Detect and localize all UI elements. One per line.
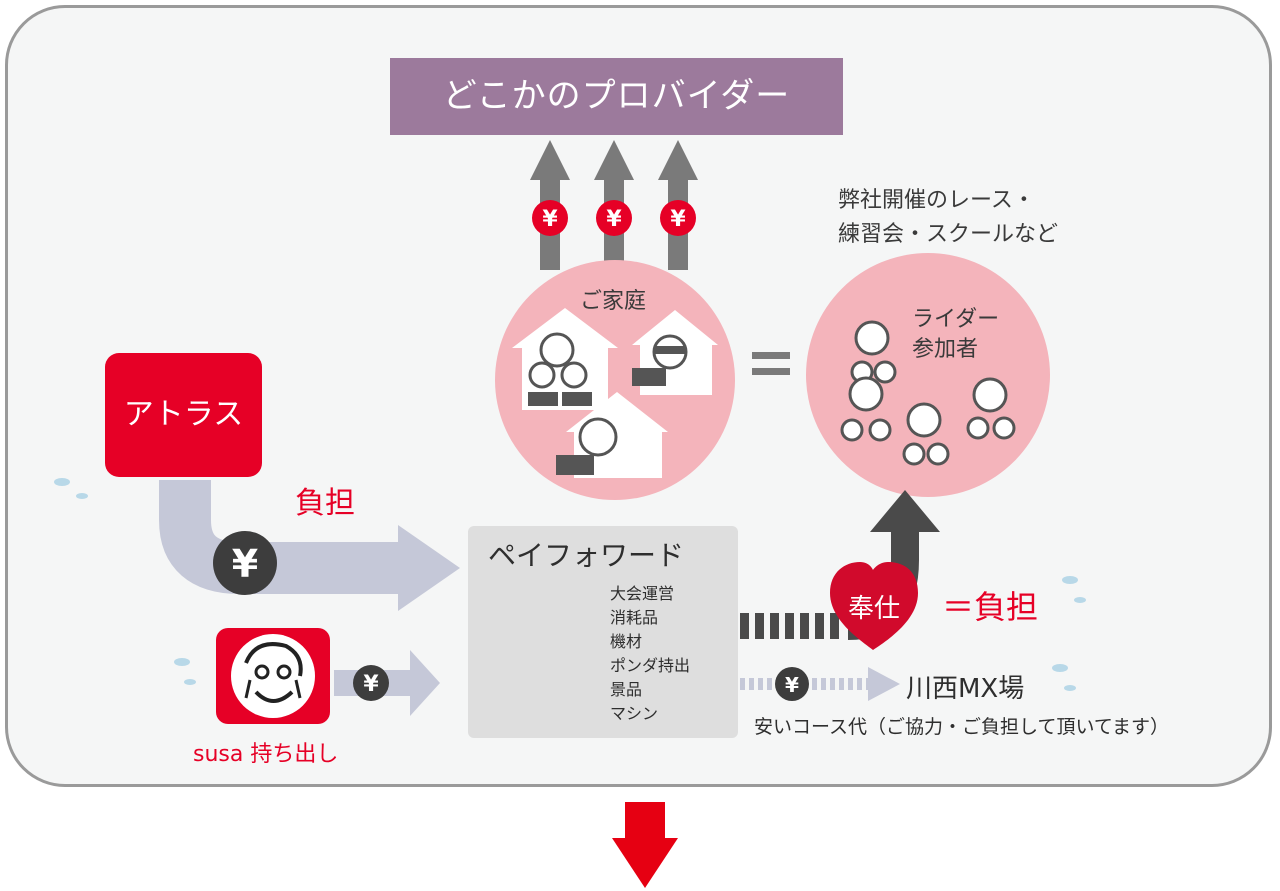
- susa-avatar: [231, 634, 315, 718]
- rider-icon: [850, 320, 897, 384]
- susa-label: susa 持ち出し: [193, 742, 339, 767]
- heart-icon: [830, 562, 918, 650]
- rider-icon: [902, 402, 950, 466]
- household-label: ご家庭: [580, 289, 647, 314]
- events-text: 弊社開催のレース・ 練習会・スクールなど: [838, 184, 1058, 252]
- riders-circle: [806, 253, 1050, 497]
- rider-icon: [840, 376, 892, 442]
- yen-icon: ¥: [213, 531, 277, 595]
- down-arrow-icon: [612, 802, 678, 888]
- riders-line-2: 参加者: [912, 337, 979, 362]
- house-icon: [556, 392, 668, 478]
- rider-icon: [966, 377, 1016, 440]
- yen-icon-3: [660, 200, 696, 236]
- payforward-item: 消耗品: [610, 608, 659, 627]
- kawanishi-flow-arrow: ¥: [740, 667, 900, 701]
- yen-icon-1: [532, 200, 568, 236]
- events-line-2: 練習会・スクールなど: [838, 222, 1059, 247]
- provider-box: どこかのプロバイダー: [390, 58, 843, 135]
- payforward-item: マシン: [610, 704, 659, 723]
- kawanishi-label: 川西MX場: [906, 674, 1025, 704]
- payforward-item: 機材: [610, 632, 643, 651]
- rider-icons: [840, 320, 1016, 466]
- equals-burden-label: ＝負担: [942, 588, 1039, 626]
- payforward-items: 大会運営 消耗品 機材 ポンダ持出 景品 マシン: [610, 582, 690, 726]
- svg-text:¥: ¥: [363, 672, 379, 697]
- payforward-title: ペイフォワード: [488, 539, 685, 572]
- house-icon: [512, 308, 618, 410]
- atlas-box: アトラス: [105, 353, 262, 477]
- susa-box: [216, 628, 330, 724]
- yen-icon-2: [596, 200, 632, 236]
- payforward-item: 大会運営: [610, 584, 675, 603]
- service-label: 奉仕: [848, 594, 901, 624]
- payforward-item: ポンダ持出: [610, 656, 691, 675]
- payforward-item: 景品: [610, 680, 643, 699]
- house-icon: [632, 310, 718, 395]
- equals-sign: [752, 352, 790, 375]
- burden-label: 負担: [295, 486, 355, 521]
- sweat-drops: [54, 478, 1086, 691]
- svg-text:¥: ¥: [785, 673, 799, 697]
- riders-label: ライダー 参加者: [912, 305, 999, 365]
- payforward-box: ペイフォワード 大会運営 消耗品 機材 ポンダ持出 景品 マシン: [468, 526, 738, 738]
- susa-flow-arrow: ¥: [334, 650, 440, 716]
- kawanishi-note: 安いコース代（ご協力・ご負担して頂いてます）: [754, 716, 1169, 738]
- atlas-label: アトラス: [123, 397, 244, 432]
- svg-text:¥: ¥: [232, 542, 258, 586]
- riders-line-1: ライダー: [912, 307, 1000, 332]
- provider-label: どこかのプロバイダー: [442, 76, 791, 116]
- events-line-1: 弊社開催のレース・: [838, 188, 1035, 213]
